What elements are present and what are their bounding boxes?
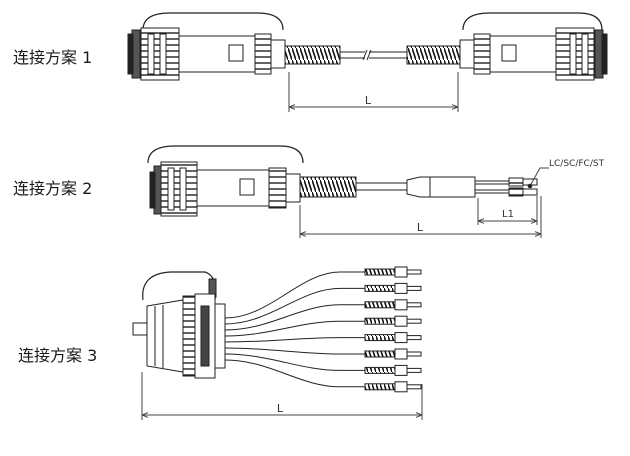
fiber-plug	[394, 315, 408, 327]
fiber-ferrule	[406, 318, 422, 324]
fiber-line	[224, 359, 365, 388]
fiber-boot	[364, 383, 396, 391]
fiber-ferrule	[406, 384, 422, 390]
fiber-boot	[364, 334, 396, 342]
fiber-boot	[364, 268, 396, 276]
scheme-1-right-connector	[459, 12, 608, 81]
fiber-ferrule	[406, 367, 422, 373]
fiber-boot	[364, 284, 396, 292]
fiber-ferrule	[406, 285, 422, 291]
scheme-2-drawing	[147, 145, 549, 238]
fiber-plug	[394, 266, 408, 278]
scheme-1-dimension	[288, 72, 459, 112]
fiber-line	[224, 304, 365, 331]
fiber-line	[224, 347, 365, 355]
fiber-line	[224, 287, 365, 325]
fiber-boot	[364, 366, 396, 374]
scheme-2-label: 连接方案 2	[13, 179, 93, 198]
scheme-2-connector	[147, 145, 304, 217]
fiber-boot	[364, 301, 396, 309]
fiber-ferrule	[406, 335, 422, 341]
scheme-3-dim-label: L	[277, 402, 284, 415]
scheme-1-drawing	[127, 12, 608, 112]
fiber-ferrule	[406, 351, 422, 357]
fiber-line	[224, 271, 365, 319]
scheme-2-dimension-l1	[477, 196, 538, 225]
scheme-3-drawing	[132, 266, 423, 420]
fiber-ferrule	[406, 269, 422, 275]
scheme-3-fanout	[224, 266, 422, 393]
fiber-plug	[394, 282, 408, 294]
fiber-plug	[394, 332, 408, 344]
scheme-3-label: 连接方案 3	[18, 346, 98, 365]
fiber-plug	[394, 381, 408, 393]
scheme-2-dim-l-label: L	[417, 221, 424, 234]
fiber-line	[224, 320, 365, 337]
fiber-line	[224, 337, 365, 343]
fiber-ferrule	[406, 302, 422, 308]
scheme-1-dim-label: L	[365, 94, 372, 107]
scheme-2-dimension-l	[299, 196, 542, 238]
fiber-boot	[364, 350, 396, 358]
scheme-2-transition	[406, 176, 431, 198]
scheme-3-connector	[132, 271, 226, 379]
scheme-1-left-connector	[127, 12, 286, 81]
fiber-plug	[394, 299, 408, 311]
fiber-boot	[364, 317, 396, 325]
scheme-1-label: 连接方案 1	[13, 48, 93, 67]
scheme-3-dimension	[141, 372, 423, 420]
fiber-plug	[394, 364, 408, 376]
scheme-1-right-braid	[406, 45, 461, 65]
fiber-plug	[394, 348, 408, 360]
scheme-2-dim-l1-label: L1	[502, 209, 514, 220]
scheme-2-plug	[508, 177, 538, 197]
scheme-1-left-braid	[284, 45, 341, 65]
fiber-line	[224, 353, 365, 371]
scheme-2-callout: LC/SC/FC/ST	[549, 159, 605, 169]
scheme-2-braid	[299, 176, 357, 198]
scheme-2-breakout	[429, 176, 476, 198]
